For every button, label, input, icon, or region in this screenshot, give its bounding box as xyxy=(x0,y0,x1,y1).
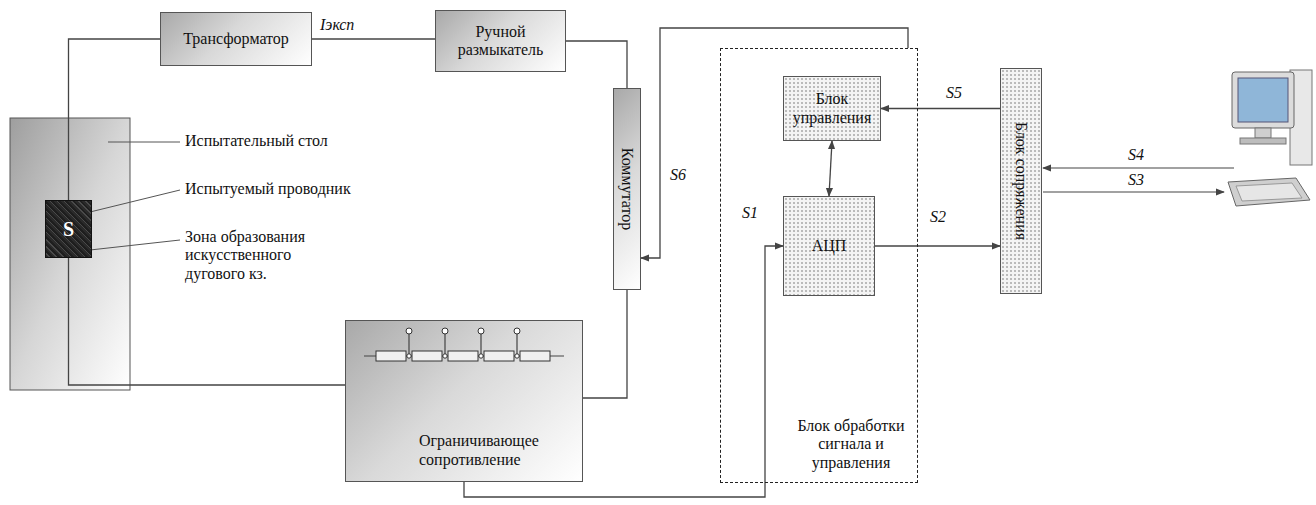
signal-name: Iэксп xyxy=(318,16,356,34)
signal-arrow xyxy=(1043,167,1234,168)
signal-name: S6 xyxy=(668,166,688,184)
resistor-box: Ограничивающее сопротивление xyxy=(345,320,583,482)
control-box: Блок управления xyxy=(783,76,881,141)
signal-arrow xyxy=(881,108,1000,109)
signal-name: S5 xyxy=(944,84,964,102)
node-label: АЦП xyxy=(808,235,851,257)
callout-label: Зона образования искусственного дугового… xyxy=(185,228,335,283)
node-label: Трансформатор xyxy=(179,28,293,50)
adc-box: АЦП xyxy=(783,196,875,296)
node-label: Блок обработки сигнала и управления xyxy=(783,415,919,474)
transformer-box: Трансформатор xyxy=(160,12,312,66)
signal-name: S4 xyxy=(1128,146,1168,164)
resistor-symbol xyxy=(346,321,584,391)
power-wire xyxy=(69,39,161,200)
signal-name: S1 xyxy=(740,204,760,222)
test-table xyxy=(10,118,130,390)
signal-arrow xyxy=(875,245,1000,246)
leader-line xyxy=(108,142,180,143)
leader-line xyxy=(90,190,180,212)
computer-icon xyxy=(1228,70,1312,206)
signal-name: S3 xyxy=(1128,171,1168,189)
node-label: Ограничивающее сопротивление xyxy=(415,430,553,471)
leader-line xyxy=(90,240,180,250)
switch-box: Ручной размыкатель xyxy=(435,10,566,72)
processing-block: Блок управленияАЦП Блок обработки сигнала… xyxy=(720,48,918,483)
signal-arrow xyxy=(829,141,832,196)
callout-label: Испытательный стол xyxy=(185,132,385,150)
power-wire xyxy=(583,290,627,398)
power-wire xyxy=(312,38,435,39)
commutator-box: Коммутатор xyxy=(613,88,641,290)
power-wire xyxy=(566,41,627,88)
node-label: Ручной размыкатель xyxy=(436,21,565,62)
signal-name: S2 xyxy=(928,208,948,226)
node-label: Коммутатор xyxy=(618,148,636,230)
interface-box: Блок сопряжения xyxy=(1000,68,1042,294)
conductor-box: S xyxy=(45,200,92,258)
node-label: S xyxy=(59,216,78,243)
callout-label: Испытуемый проводник xyxy=(185,180,385,198)
node-label: Блок управления xyxy=(784,88,880,129)
node-label: Блок сопряжения xyxy=(1012,122,1030,240)
signal-arrow xyxy=(1043,191,1224,192)
